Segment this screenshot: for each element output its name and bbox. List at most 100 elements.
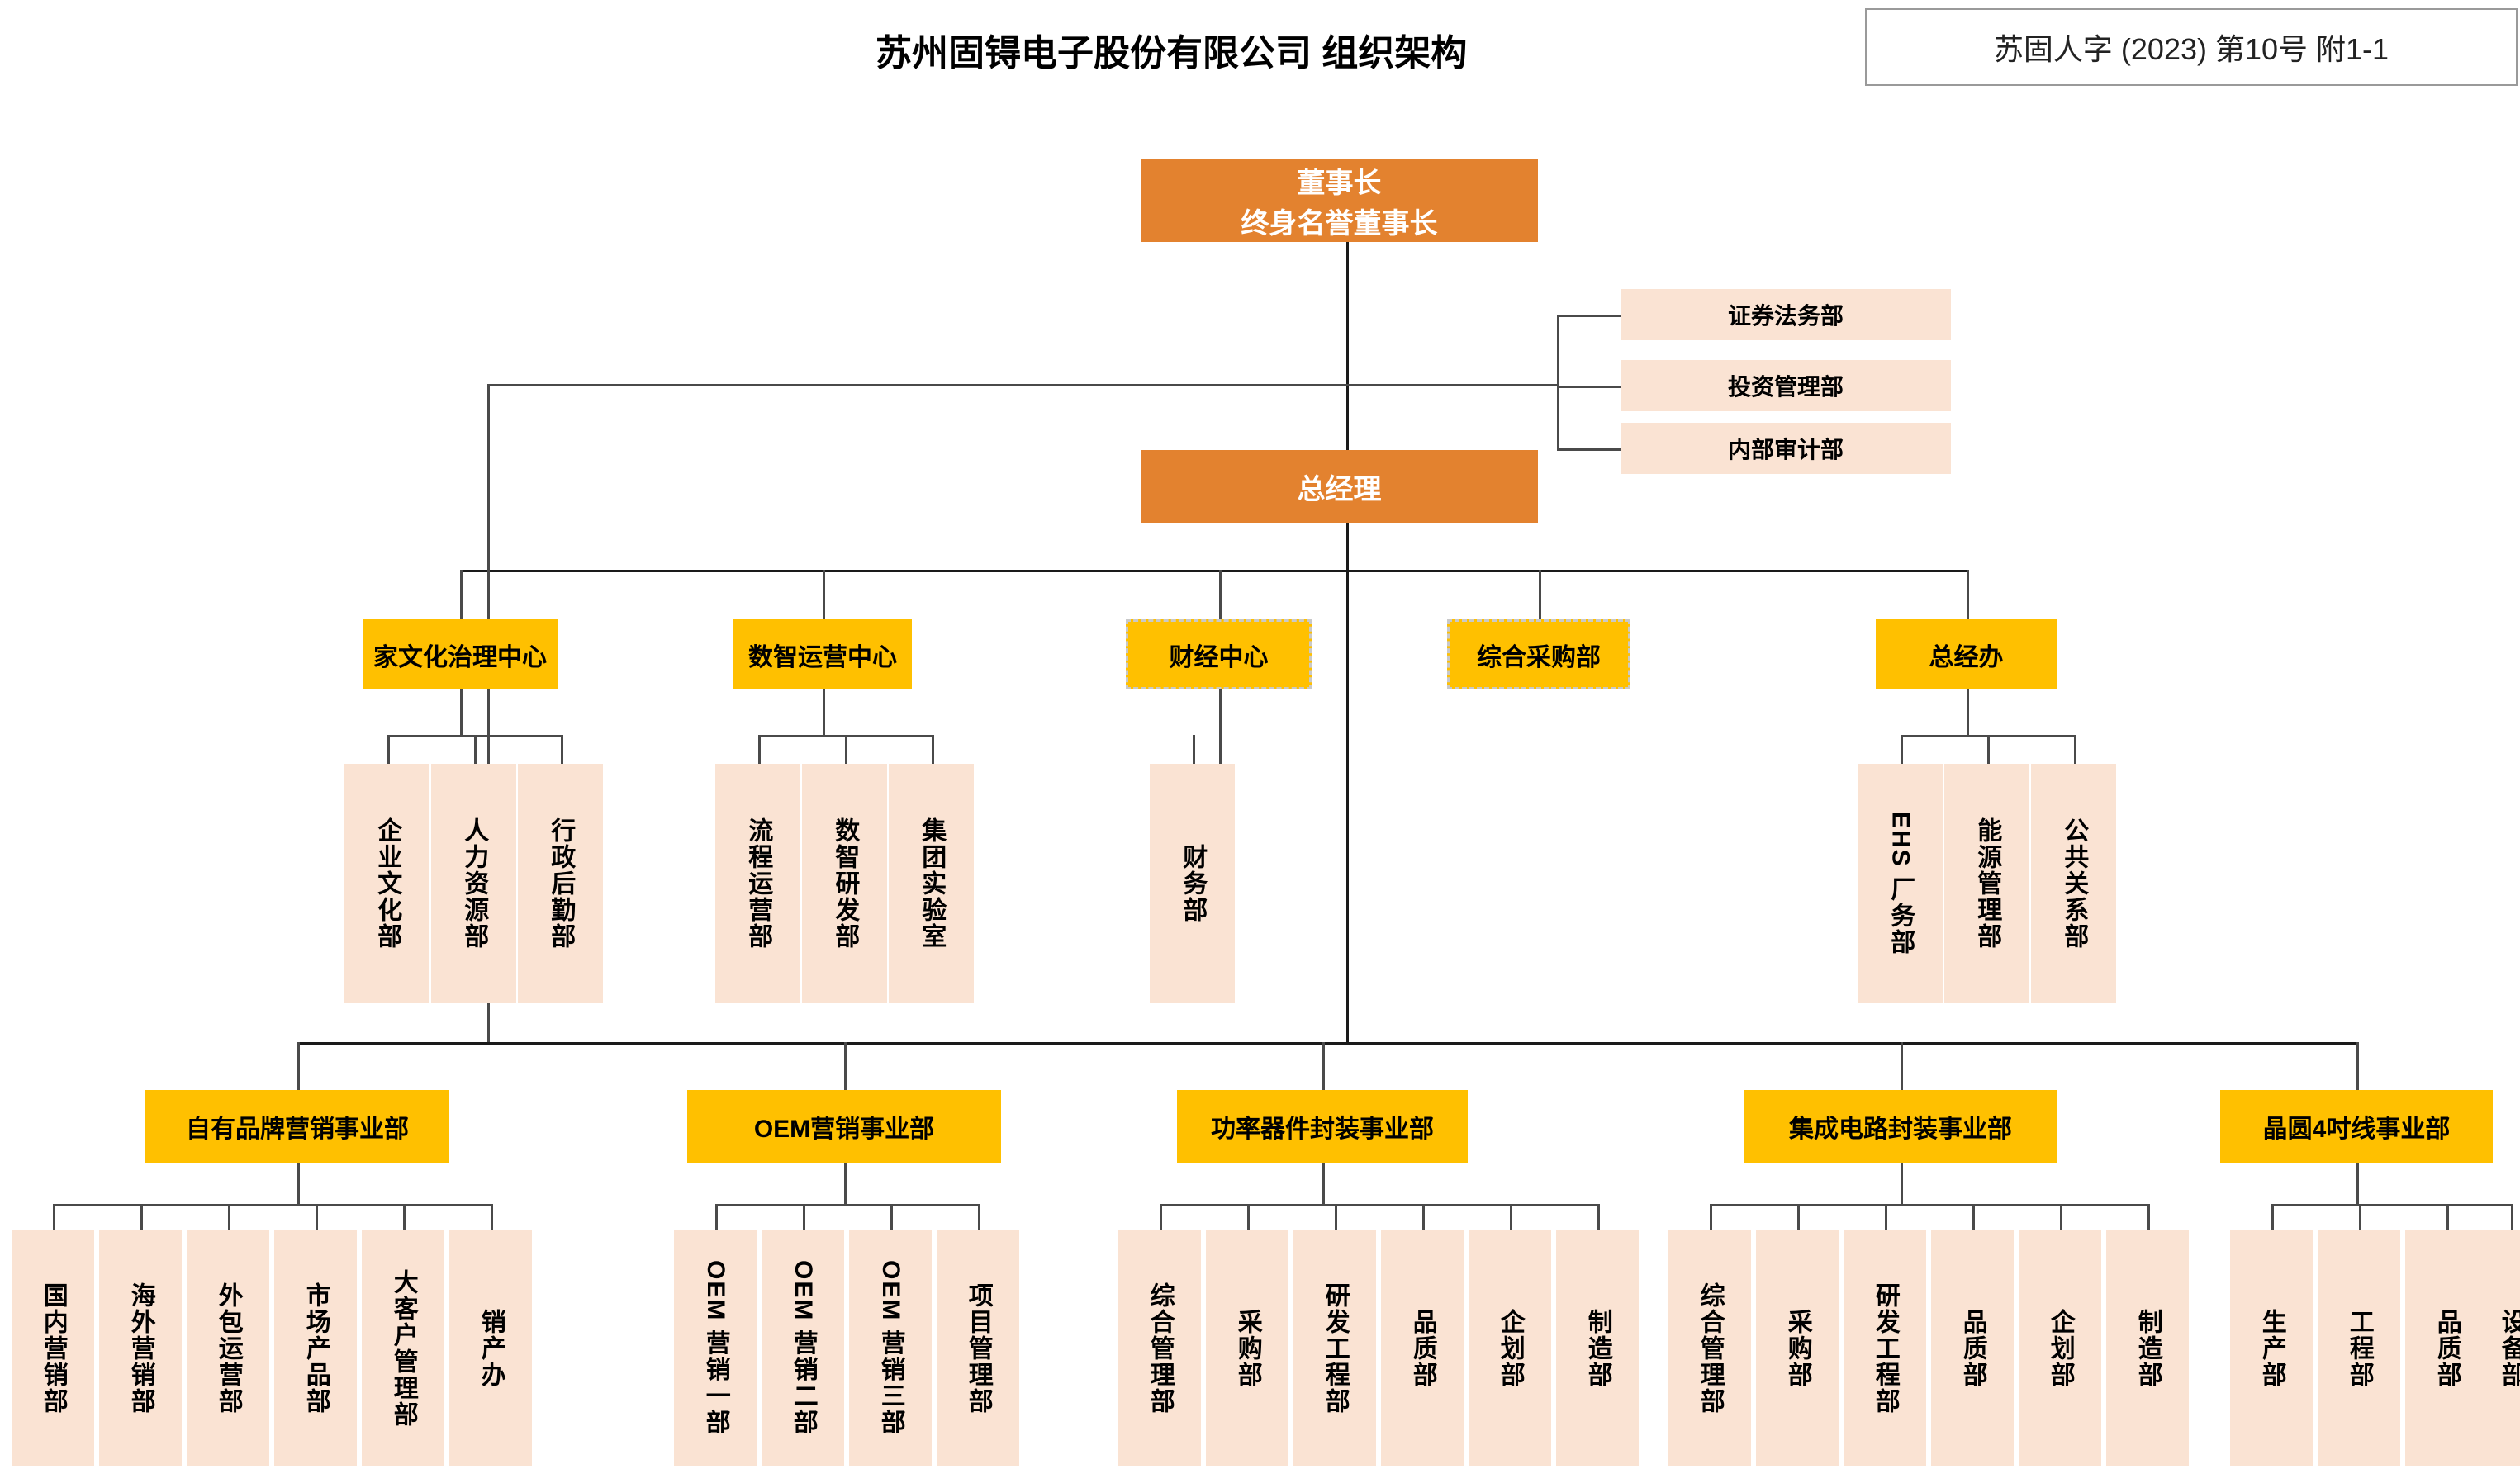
node-business-unit-1-dept-2-label: 海外营销部: [126, 1282, 154, 1415]
node-business-unit-4-dept-1[interactable]: 综合管理部: [1668, 1230, 1751, 1466]
connector-vertical: [1539, 570, 1541, 619]
node-business-unit-3-dept-2-label: 采购部: [1233, 1308, 1261, 1388]
node-center-3[interactable]: 财经中心: [1126, 619, 1312, 689]
connector-horizontal: [297, 1042, 2356, 1045]
connector-vertical: [491, 1204, 493, 1230]
node-business-unit-4-dept-4-label: 品质部: [1958, 1308, 1986, 1388]
connector-vertical: [1901, 1042, 1903, 1090]
node-center-2-dept-3-label: 集团实验室: [918, 817, 946, 950]
connector-vertical: [890, 1204, 893, 1230]
connector-vertical: [1901, 1163, 1903, 1204]
node-business-unit-3-dept-1-label: 综合管理部: [1146, 1282, 1174, 1415]
connector-vertical: [1322, 1163, 1325, 1204]
connector-vertical: [1346, 523, 1349, 570]
node-business-unit-3-dept-2[interactable]: 采购部: [1206, 1230, 1288, 1466]
node-business-unit-4-dept-1-label: 综合管理部: [1696, 1282, 1724, 1415]
connector-vertical: [823, 689, 825, 735]
connector-vertical: [1218, 735, 1222, 764]
connector-vertical: [844, 735, 847, 764]
connector-vertical: [823, 570, 825, 619]
connector-vertical: [803, 1204, 805, 1230]
node-business-unit-3-dept-3[interactable]: 研发工程部: [1293, 1230, 1376, 1466]
node-business-unit-5-dept-2[interactable]: 工程部: [2318, 1230, 2400, 1466]
node-business-unit-2-dept-4[interactable]: 项目管理部: [937, 1230, 1019, 1466]
connector-vertical: [228, 1204, 230, 1230]
connector-vertical: [715, 1204, 718, 1230]
node-business-unit-3-dept-4[interactable]: 品质部: [1381, 1230, 1464, 1466]
node-business-unit-3-dept-5-label: 企划部: [1496, 1308, 1524, 1388]
connector-vertical: [1966, 689, 1969, 735]
node-center-5[interactable]: 总经办: [1876, 619, 2057, 689]
node-business-unit-2-dept-3[interactable]: OEM 营销三部: [849, 1230, 932, 1466]
connector-vertical: [1247, 1204, 1250, 1230]
connector-vertical: [1335, 1204, 1337, 1230]
node-center-5-dept-3-label: 公共关系部: [2060, 817, 2088, 950]
node-business-unit-5[interactable]: 晶圆4吋线事业部: [2220, 1090, 2493, 1163]
node-business-unit-5-dept-4-label: 设备部: [2497, 1308, 2520, 1388]
node-business-unit-3-dept-5[interactable]: 企划部: [1469, 1230, 1551, 1466]
node-business-unit-1-dept-1[interactable]: 国内营销部: [12, 1230, 94, 1466]
node-center-1-dept-2[interactable]: 人力资源部: [431, 764, 516, 1003]
node-center-2[interactable]: 数智运营中心: [733, 619, 912, 689]
node-business-unit-1-dept-5[interactable]: 大客户管理部: [362, 1230, 444, 1466]
node-center-2-dept-2-label: 数智研发部: [831, 817, 859, 950]
node-board-staff-2[interactable]: 投资管理部: [1621, 360, 1951, 411]
node-center-2-dept-1[interactable]: 流程运营部: [715, 764, 800, 1003]
connector-vertical: [473, 735, 477, 764]
connector-vertical: [2446, 1204, 2449, 1230]
node-center-1-dept-1[interactable]: 企业文化部: [344, 764, 429, 1003]
node-center-5-dept-1-label: EHS 厂务部: [1886, 811, 1915, 956]
node-center-5-dept-2[interactable]: 能源管理部: [1944, 764, 2029, 1003]
node-center-2-dept-2[interactable]: 数智研发部: [802, 764, 887, 1003]
node-center-1-dept-3-label: 行政后勤部: [547, 817, 575, 950]
node-business-unit-1[interactable]: 自有品牌营销事业部: [145, 1090, 449, 1163]
node-business-unit-4-dept-6[interactable]: 制造部: [2106, 1230, 2189, 1466]
connector-vertical: [53, 1204, 55, 1230]
node-business-unit-4-dept-5[interactable]: 企划部: [2019, 1230, 2101, 1466]
node-business-unit-3-dept-1[interactable]: 综合管理部: [1118, 1230, 1201, 1466]
node-business-unit-4-dept-2-label: 采购部: [1783, 1308, 1811, 1388]
node-business-unit-4[interactable]: 集成电路封装事业部: [1744, 1090, 2057, 1163]
node-business-unit-3-dept-6[interactable]: 制造部: [1556, 1230, 1639, 1466]
connector-vertical: [1346, 570, 1349, 1042]
node-business-unit-2-dept-2-label: OEM 营销二部: [789, 1260, 817, 1436]
connector-vertical: [460, 570, 463, 619]
node-business-unit-2-dept-1[interactable]: OEM 营销一部: [674, 1230, 757, 1466]
node-business-unit-2-dept-2[interactable]: OEM 营销二部: [762, 1230, 844, 1466]
connector-vertical: [1597, 1204, 1600, 1230]
node-center-1-dept-3[interactable]: 行政后勤部: [518, 764, 603, 1003]
node-business-unit-4-dept-4[interactable]: 品质部: [1931, 1230, 2014, 1466]
node-center-5-dept-3[interactable]: 公共关系部: [2031, 764, 2116, 1003]
node-business-unit-1-dept-6[interactable]: 销产办: [449, 1230, 532, 1466]
node-center-3-dept-1[interactable]: 财务部: [1150, 764, 1235, 1003]
node-business-unit-1-dept-4[interactable]: 市场产品部: [274, 1230, 357, 1466]
connector-vertical: [387, 735, 390, 764]
node-center-5-dept-2-label: 能源管理部: [1973, 817, 2001, 950]
node-center-4[interactable]: 综合采购部: [1447, 619, 1630, 689]
connector-vertical: [1986, 735, 1990, 764]
node-board-staff-1[interactable]: 证券法务部: [1621, 289, 1951, 340]
node-center-2-dept-3[interactable]: 集团实验室: [889, 764, 974, 1003]
node-business-unit-2-dept-4-label: 项目管理部: [964, 1282, 992, 1415]
node-business-unit-3-dept-6-label: 制造部: [1583, 1308, 1611, 1388]
node-business-unit-3[interactable]: 功率器件封装事业部: [1177, 1090, 1468, 1163]
node-business-unit-1-dept-3[interactable]: 外包运营部: [187, 1230, 269, 1466]
connector-vertical: [931, 735, 934, 764]
connector-vertical: [460, 689, 463, 735]
node-center-5-dept-1[interactable]: EHS 厂务部: [1858, 764, 1943, 1003]
node-business-unit-4-dept-2[interactable]: 采购部: [1756, 1230, 1839, 1466]
node-business-unit-3-dept-4-label: 品质部: [1408, 1308, 1436, 1388]
connector-vertical: [316, 1204, 318, 1230]
connector-vertical: [297, 1042, 300, 1090]
node-center-1-dept-2-label: 人力资源部: [460, 817, 488, 950]
node-business-unit-4-dept-3[interactable]: 研发工程部: [1844, 1230, 1926, 1466]
node-chairman[interactable]: 董事长终身名誉董事长: [1141, 159, 1538, 242]
connector-vertical: [1797, 1204, 1800, 1230]
node-business-unit-5-dept-1[interactable]: 生产部: [2230, 1230, 2313, 1466]
node-board-staff-3[interactable]: 内部审计部: [1621, 423, 1951, 474]
node-general-manager[interactable]: 总经理: [1141, 450, 1538, 523]
node-center-1[interactable]: 家文化治理中心: [363, 619, 558, 689]
node-business-unit-2[interactable]: OEM营销事业部: [687, 1090, 1001, 1163]
node-business-unit-5-dept-4[interactable]: 设备部: [2470, 1230, 2520, 1466]
node-business-unit-1-dept-2[interactable]: 海外营销部: [99, 1230, 182, 1466]
